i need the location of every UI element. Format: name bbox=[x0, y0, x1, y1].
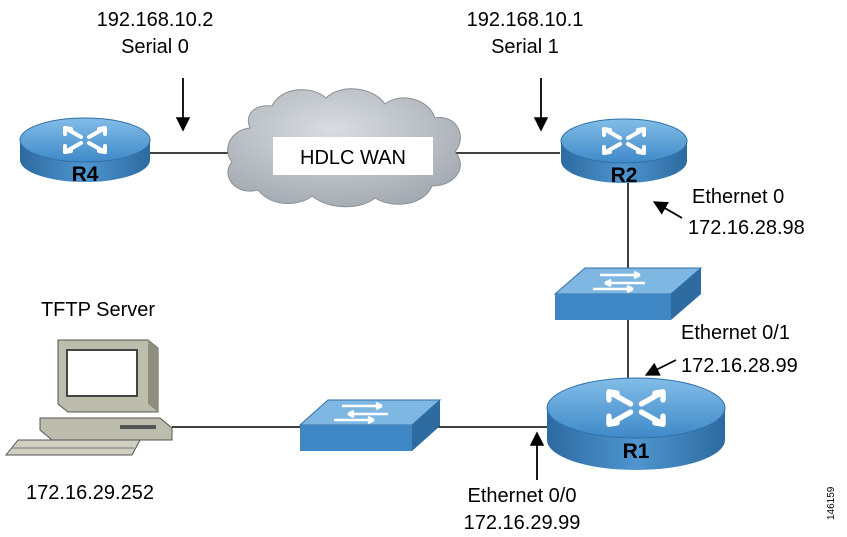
r4-serial-ip: 192.168.10.2 bbox=[97, 9, 214, 31]
switch-lower bbox=[298, 399, 442, 451]
r1-eth00-ip: 172.16.29.99 bbox=[464, 512, 581, 534]
r2-serial-ip: 192.168.10.1 bbox=[467, 9, 584, 31]
pc-drive-slot bbox=[120, 425, 156, 429]
r1-eth01-ip: 172.16.28.99 bbox=[681, 355, 798, 377]
r1-eth00-name: Ethernet 0/0 bbox=[468, 485, 577, 507]
wan-label: HDLC WAN bbox=[300, 147, 406, 169]
pc-base bbox=[39, 417, 173, 441]
r2-eth-ip: 172.16.28.98 bbox=[688, 217, 805, 239]
switch-lower-side bbox=[412, 400, 440, 451]
pointer-r1-eth01 bbox=[644, 359, 677, 376]
router-r2: R2 bbox=[560, 118, 688, 187]
interface-pointers bbox=[175, 78, 683, 480]
router-r4-top bbox=[19, 117, 151, 163]
tftp-server-ip: 172.16.29.252 bbox=[26, 482, 154, 504]
monitor-side bbox=[148, 340, 158, 412]
switch-upper-side bbox=[671, 268, 701, 320]
pointer-r2-eth bbox=[652, 201, 683, 219]
tftp-server-computer bbox=[4, 339, 173, 456]
router-r4-label: R4 bbox=[72, 163, 99, 186]
monitor-screen bbox=[66, 349, 138, 397]
router-r2-top bbox=[560, 118, 688, 164]
switch-upper bbox=[553, 267, 703, 320]
router-r1-top bbox=[546, 377, 726, 439]
r2-serial-name: Serial 1 bbox=[491, 36, 559, 58]
router-r2-label: R2 bbox=[611, 164, 638, 187]
router-r1-label: R1 bbox=[623, 440, 650, 463]
switch-upper-front bbox=[555, 294, 671, 320]
tftp-server-title: TFTP Server bbox=[41, 299, 155, 321]
r2-eth-name: Ethernet 0 bbox=[692, 186, 784, 208]
router-r1: R1 bbox=[546, 377, 726, 470]
links bbox=[150, 152, 629, 428]
r4-serial-name: Serial 0 bbox=[121, 36, 189, 58]
wan-label-box bbox=[273, 137, 433, 175]
wan-cloud: HDLC WAN bbox=[227, 88, 461, 208]
router-r4: R4 bbox=[19, 117, 151, 186]
figure-id: 146159 bbox=[826, 486, 837, 520]
r1-eth01-name: Ethernet 0/1 bbox=[681, 322, 790, 344]
switch-lower-front bbox=[300, 425, 412, 451]
